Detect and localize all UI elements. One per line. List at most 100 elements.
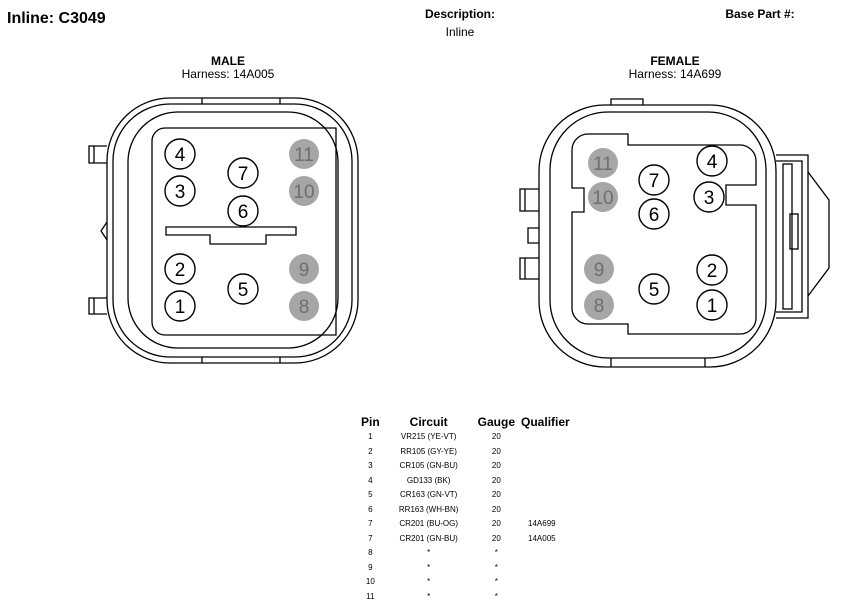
male-pin-label: 3 — [175, 182, 186, 203]
page-title: Inline: C3049 — [7, 10, 106, 27]
female-pin-label: 4 — [707, 152, 718, 173]
cell-qualifier — [518, 474, 573, 489]
male-pin-label: 7 — [238, 164, 249, 185]
male-pin-label: 6 — [238, 202, 249, 223]
cell-circuit: * — [427, 548, 431, 558]
cell-pin: 1 — [368, 432, 373, 442]
cell-qualifier: 14A005 — [528, 533, 556, 543]
cell-qualifier — [518, 503, 573, 518]
table-row: 10 * * — [358, 575, 573, 590]
cell-qualifier: 14A699 — [528, 519, 556, 529]
cell-circuit: RR105 (GY-YE) — [400, 446, 457, 456]
female-pin-label: 11 — [593, 154, 613, 175]
female-pin-10-circle — [588, 182, 618, 212]
male-pin-label: 1 — [175, 297, 186, 318]
female-pin-label: 5 — [649, 280, 660, 301]
cell-gauge: 20 — [491, 504, 501, 514]
cell-qualifier — [518, 459, 573, 474]
cell-qualifier — [518, 488, 573, 503]
cell-pin: 10 — [365, 577, 375, 587]
male-pin-11-circle — [289, 139, 319, 169]
female-pin-label: 7 — [649, 171, 660, 192]
table-row: 11** — [358, 590, 573, 605]
female-pin-label: 9 — [594, 260, 605, 281]
cell-gauge: 20 — [491, 432, 501, 442]
cell-pin: 5 — [368, 490, 373, 500]
male-pin-label: 8 — [299, 297, 310, 318]
description-value: Inline — [445, 25, 475, 39]
cell-circuit: RR163 (WH-BN) — [398, 504, 459, 514]
male-pin-10-circle — [289, 176, 319, 206]
cell-circuit: CR163 (GN-VT) — [400, 490, 458, 500]
cell-qualifier — [518, 561, 573, 576]
female-pin-6-circle — [638, 198, 670, 230]
female-pin-8-circle — [584, 290, 614, 320]
cell-gauge: * — [494, 548, 498, 558]
male-pin-2-circle — [164, 253, 196, 285]
male-pin-label: 9 — [299, 260, 310, 281]
cell-circuit: * — [427, 577, 431, 587]
cell-qualifier — [518, 575, 573, 590]
female-pin-label: 8 — [594, 296, 605, 317]
male-harness: Harness: 14A005 — [181, 67, 275, 81]
cell-qualifier — [518, 430, 573, 445]
cell-qualifier — [518, 546, 573, 561]
cell-gauge: 20 — [491, 461, 501, 471]
female-pin-3-circle — [693, 181, 725, 213]
female-pin-1-circle — [696, 289, 728, 321]
female-pin-label: 2 — [707, 261, 718, 282]
cell-qualifier — [518, 590, 573, 605]
cell-pin: 11 — [366, 591, 375, 601]
table-row: 8 * * — [358, 546, 573, 561]
cell-circuit: CR201 (BU-OG) — [399, 519, 459, 529]
header-qualifier: Qualifier — [521, 415, 570, 429]
male-pin-6-circle — [227, 195, 259, 227]
female-pin-2-circle — [696, 254, 728, 286]
table-header-row: Pin Circuit Gauge Qualifier — [358, 414, 573, 430]
cell-circuit: GD133 (BK) — [406, 475, 451, 485]
female-pin-label: 3 — [704, 188, 715, 209]
female-pin-4-circle — [696, 145, 728, 177]
header-pin: Pin — [361, 415, 380, 429]
cell-circuit: CR201 (GN-BU) — [399, 533, 458, 543]
table-row: 1 VR215 (YE-VT) 20 — [358, 430, 573, 445]
cell-pin: 9 — [368, 562, 373, 572]
female-harness: Harness: 14A699 — [628, 67, 722, 81]
female-connector-body — [519, 98, 830, 368]
cell-circuit: VR215 (YE-VT) — [400, 432, 457, 442]
female-title: FEMALE — [650, 54, 700, 68]
male-pin-label: 10 — [293, 182, 314, 203]
female-pin-7-circle — [638, 164, 670, 196]
cell-pin: 8 — [368, 548, 373, 558]
cell-pin: 7 — [368, 519, 373, 529]
cell-gauge: 20 — [491, 475, 501, 485]
cell-pin: 7 — [368, 533, 373, 543]
male-pin-label: 2 — [175, 260, 186, 281]
male-pin-5-circle — [227, 273, 259, 305]
cell-gauge: * — [494, 591, 498, 601]
male-connector-body — [88, 97, 359, 364]
male-pin-7-circle — [227, 157, 259, 189]
male-pin-label: 5 — [238, 280, 249, 301]
male-pin-label: 4 — [175, 145, 186, 166]
female-pin-5-circle — [638, 273, 670, 305]
male-pin-9-circle — [289, 254, 319, 284]
cell-gauge: * — [494, 577, 498, 587]
female-pin-11-circle — [588, 148, 618, 178]
base-part-label: Base Part #: — [725, 7, 795, 21]
female-pin-label: 6 — [649, 205, 660, 226]
male-pin-4-circle — [164, 138, 196, 170]
table-row: 9** — [358, 561, 573, 576]
female-pin-9-circle — [584, 254, 614, 284]
female-pin-label: 10 — [592, 188, 613, 209]
male-pin-8-circle — [289, 291, 319, 321]
